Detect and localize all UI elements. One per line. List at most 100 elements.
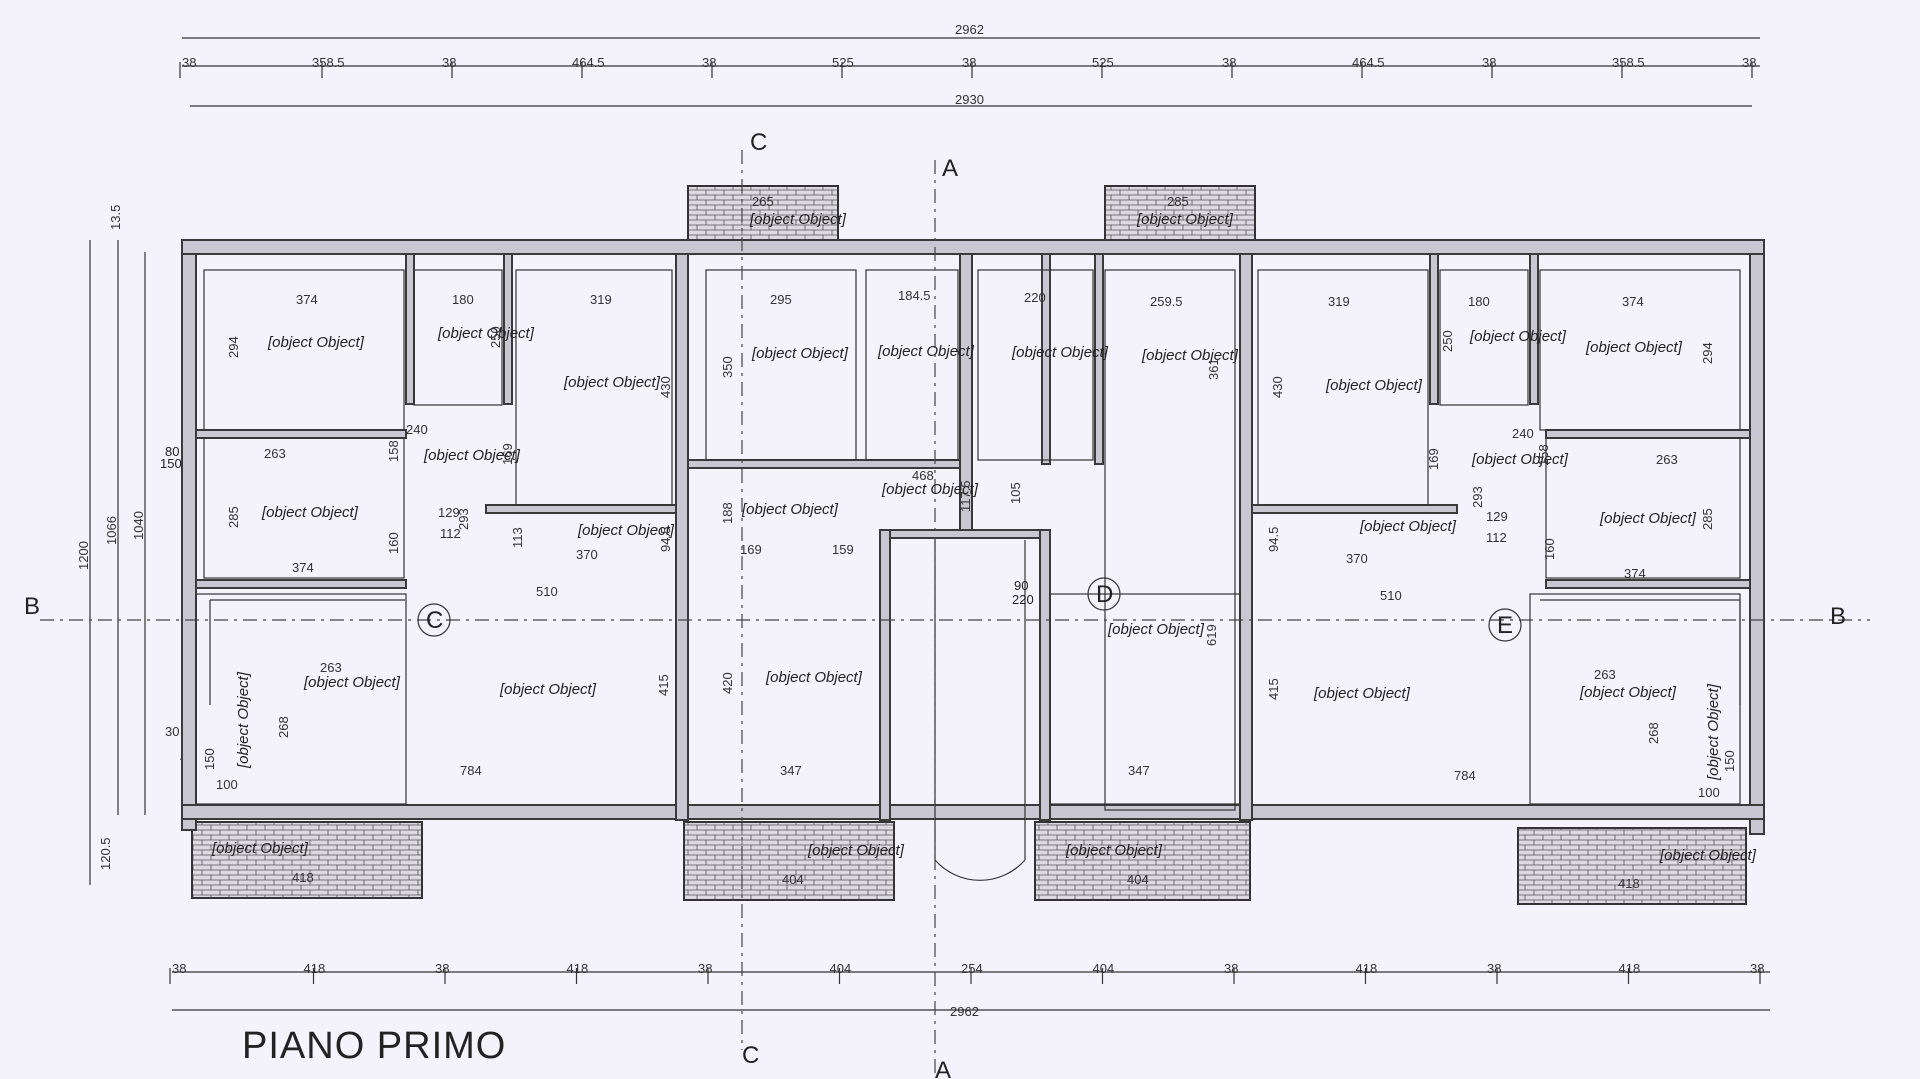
dim-94-5-left: 94.5 bbox=[658, 527, 673, 552]
dim-169-center: 169 bbox=[740, 542, 762, 557]
dim-374-top-left: 374 bbox=[296, 292, 318, 307]
dim-chain-label: 404 bbox=[830, 961, 852, 976]
dim-chain-label: 38 bbox=[182, 55, 196, 70]
dim-chain-label: 38 bbox=[1482, 55, 1496, 70]
dim-129-right: 129 bbox=[1486, 509, 1508, 524]
dim-784-left: 784 bbox=[460, 763, 482, 778]
dim-319-left: 319 bbox=[590, 292, 612, 307]
dim-chain-label: 254 bbox=[961, 961, 983, 976]
section-b-right: B bbox=[1830, 603, 1846, 630]
dim-374-bottom-left: 374 bbox=[292, 560, 314, 575]
left-dimensions: 13.5 1200 1066 1040 120.5 46 80 150 30 4… bbox=[76, 205, 197, 885]
dim-100-right: 100 bbox=[1698, 785, 1720, 800]
dim-150-rip-left: 150 bbox=[202, 748, 217, 770]
terrace-dim-418-right: 418 bbox=[1618, 876, 1640, 891]
terrace-dim-285: 285 bbox=[1167, 194, 1189, 209]
room-dis-left: [object Object] bbox=[423, 447, 521, 464]
dim-169-left: 169 bbox=[500, 443, 515, 465]
dim-188: 188 bbox=[720, 502, 735, 524]
room-armadi: [object Object] bbox=[1011, 344, 1109, 361]
dim-chain-label: 38 bbox=[1224, 961, 1238, 976]
dim-112-left: 112 bbox=[440, 526, 461, 541]
dim-415-right: 415 bbox=[1266, 678, 1281, 700]
interior-dims-left: 374 180 319 294 250 430 240 158 263 293 … bbox=[202, 292, 673, 792]
room-cucina: [object Object] bbox=[1141, 347, 1239, 364]
dim-158-left: 158 bbox=[386, 440, 401, 462]
room-wc-right: [object Object] bbox=[1359, 518, 1457, 535]
dim-220: 220 bbox=[1024, 290, 1046, 305]
dim-319-right: 319 bbox=[1328, 294, 1350, 309]
terrace-label-top-right: [object Object] bbox=[1136, 211, 1234, 228]
dim-120-5: 120.5 bbox=[98, 837, 113, 870]
section-a-top: A bbox=[942, 155, 958, 182]
room-cottura-right: [object Object] bbox=[1579, 684, 1677, 701]
dim-100-left: 100 bbox=[216, 777, 238, 792]
room-bagno-center: [object Object] bbox=[877, 343, 975, 360]
room-soggiorno-pranzo-left: [object Object] bbox=[499, 681, 597, 698]
room-cottura-left: [object Object] bbox=[303, 674, 401, 691]
dim-420: 420 bbox=[720, 672, 735, 694]
dim-510-right: 510 bbox=[1380, 588, 1402, 603]
dim-1040: 1040 bbox=[131, 511, 146, 540]
dim-294-left: 294 bbox=[226, 336, 241, 358]
dim-295: 295 bbox=[770, 292, 792, 307]
dim-415-left: 415 bbox=[656, 674, 671, 696]
dim-180-left: 180 bbox=[452, 292, 474, 307]
dim-374-bottom-right: 374 bbox=[1624, 566, 1646, 581]
overall-width-top: 2962 bbox=[955, 22, 984, 37]
dim-chain-label: 38 bbox=[442, 55, 456, 70]
dim-263-cottura-right: 263 bbox=[1594, 667, 1616, 682]
dim-347-right: 347 bbox=[1128, 763, 1150, 778]
dim-chain-label: 38 bbox=[172, 961, 186, 976]
dim-chain-label: 358.5 bbox=[1612, 55, 1645, 70]
terrace-dim-404-right: 404 bbox=[1127, 872, 1149, 887]
terrace-label-top-left: [object Object] bbox=[749, 211, 847, 228]
terrace-label-center-right: [object Object] bbox=[1065, 842, 1163, 859]
inner-width: 2930 bbox=[955, 92, 984, 107]
dim-160-left: 160 bbox=[386, 532, 401, 554]
dim-chain-label: 358.5 bbox=[312, 55, 345, 70]
interior-dims-center: 295 184.5 220 259.5 350 361 468 117.5 10… bbox=[720, 288, 1221, 778]
dim-chain-label: 404 bbox=[1093, 961, 1115, 976]
dim-510-left: 510 bbox=[536, 584, 558, 599]
dim-619: 619 bbox=[1204, 624, 1219, 646]
dim-1066: 1066 bbox=[104, 516, 119, 545]
dim-chain-label: 525 bbox=[1092, 55, 1114, 70]
dim-160-right: 160 bbox=[1542, 538, 1557, 560]
room-cameretta-center: [object Object] bbox=[751, 345, 849, 362]
plan-title: PIANO PRIMO bbox=[242, 1025, 506, 1067]
interior-lines bbox=[195, 269, 1741, 881]
dim-1200: 1200 bbox=[76, 541, 91, 570]
section-c-top: C bbox=[750, 129, 767, 156]
room-soggiorno: [object Object] bbox=[1107, 621, 1205, 638]
dim-chain-label: 38 bbox=[1750, 961, 1764, 976]
terrace-label-center-left: [object Object] bbox=[807, 842, 905, 859]
dim-chain-label: 418 bbox=[304, 961, 326, 976]
dim-468: 468 bbox=[912, 468, 934, 483]
dim-370-left: 370 bbox=[576, 547, 598, 562]
section-lines: C C A A B B bbox=[24, 129, 1870, 1079]
terrace-label-left: [object Object] bbox=[211, 840, 309, 857]
room-wc-left: [object Object] bbox=[577, 522, 675, 539]
dim-374-top-right: 374 bbox=[1622, 294, 1644, 309]
dim-30-left: 30 bbox=[165, 724, 179, 739]
room-wc-center: [object Object] bbox=[741, 501, 839, 518]
dim-784-right: 784 bbox=[1454, 768, 1476, 783]
dim-350: 350 bbox=[720, 356, 735, 378]
section-c-bottom: C bbox=[742, 1042, 759, 1069]
terrace-dim-418-left: 418 bbox=[292, 870, 314, 885]
dim-159: 159 bbox=[832, 542, 854, 557]
dim-294-right: 294 bbox=[1700, 342, 1715, 364]
dim-113-left: 113 bbox=[510, 527, 525, 548]
dim-150-rip-right: 150 bbox=[1722, 750, 1737, 772]
room-bagno-left: [object Object] bbox=[437, 325, 535, 342]
section-a-bottom: A bbox=[935, 1057, 951, 1079]
dim-285-right: 285 bbox=[1700, 508, 1715, 530]
room-dis-center: [object Object] bbox=[881, 481, 979, 498]
dim-268-right: 268 bbox=[1646, 722, 1661, 744]
dim-184-5: 184.5 bbox=[898, 288, 931, 303]
room-rip-right: [object Object] bbox=[1705, 683, 1722, 781]
terrace-dim-404-left: 404 bbox=[782, 872, 804, 887]
